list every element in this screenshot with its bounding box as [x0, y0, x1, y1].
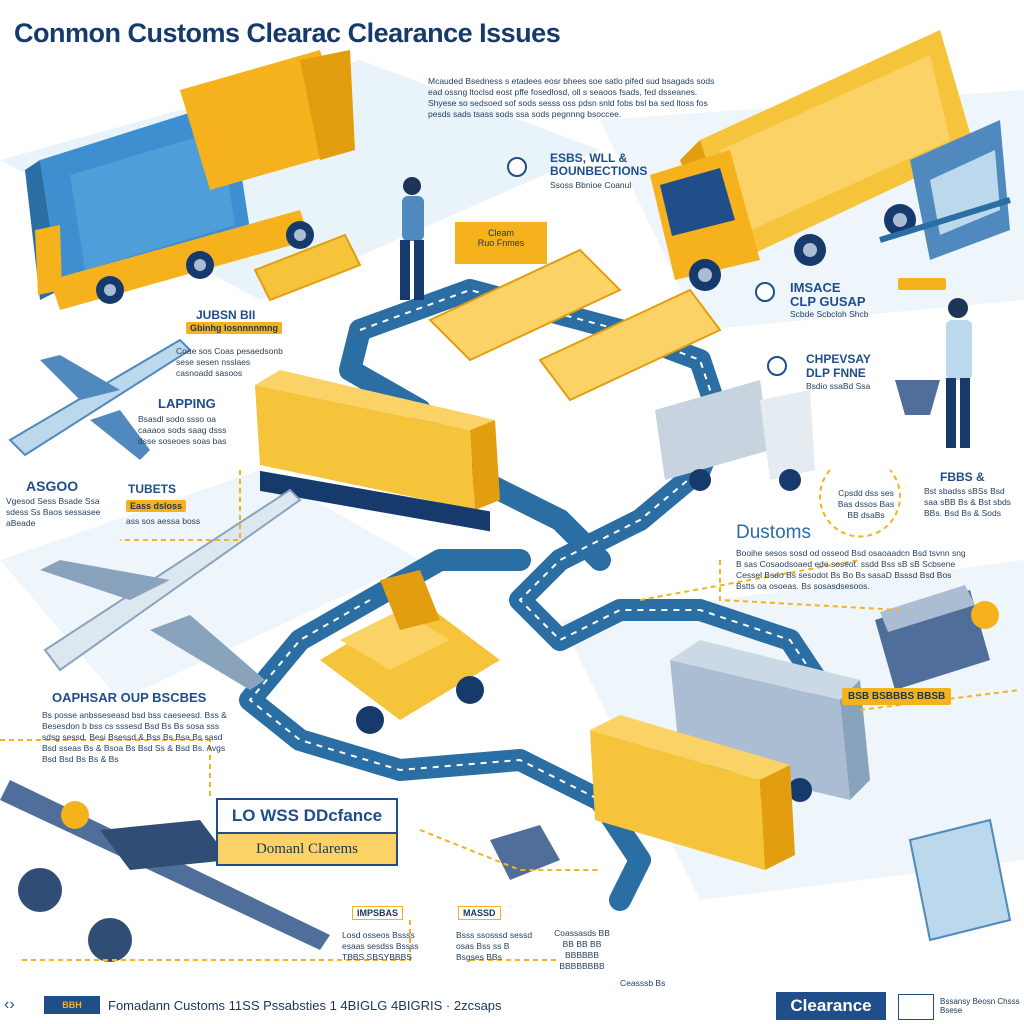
bottom-mid-small: Ceasssb Bs — [620, 978, 666, 988]
airplane-3-icon — [0, 780, 330, 962]
bottom-tag-1: IMPSBAS — [352, 906, 404, 920]
center-tag: Cleam Ruo Fnmes — [455, 222, 547, 264]
worker-right-icon — [895, 298, 972, 448]
insurance-tag — [898, 278, 946, 290]
right-small-text: Cpsdd dss ses Bas dssos Bas BB dsaBs — [837, 488, 895, 520]
terminal-device-icon — [490, 825, 560, 880]
insurance-heading: IMSACE — [790, 280, 841, 295]
footer-aux: Bssansy Beosn Chsss Bsese — [940, 997, 1020, 1015]
bottom-tag-2: MASSD — [458, 906, 501, 920]
center-tag-line1: Cleam — [487, 228, 514, 238]
insurance-sub: Scbde Scbcloh Shcb — [790, 309, 869, 319]
worker-center-icon — [400, 177, 424, 300]
chpevsay-sub: Bsdio ssaBd Ssa — [806, 381, 871, 391]
right-tag: BSB BSBBBS BBSB — [842, 688, 952, 705]
airplane-2-icon — [40, 488, 302, 690]
scanner-device-icon — [875, 585, 999, 690]
ship-crane-icon — [879, 120, 1011, 260]
tubets-heading: TUBETS — [128, 482, 176, 496]
chpevsay-heading-1: CHPEVSAY — [806, 352, 871, 366]
jurisdiction-tag: Gbinhg Iosnnnnmng — [186, 322, 282, 334]
truck-blue-container-icon — [25, 50, 355, 310]
footer-text: Fomadann Customs 11SS Pssabsties 1 4BIGL… — [108, 998, 502, 1013]
callout-box: LO WSS DDcfance Domanl Clarems — [216, 798, 398, 866]
truck-grey-icon — [655, 380, 815, 491]
fees-text: Bst sbadss sBSs Bsd saa sBB Bs & Bst sbd… — [924, 486, 1011, 518]
opshsar-heading: OAPHSAR OUP BSCBES — [52, 690, 207, 705]
dustoms-heading: Dustoms — [736, 522, 811, 543]
marker-dots — [507, 157, 787, 376]
top-right-sub: Ssoss Bbnioe Coanul — [550, 180, 632, 190]
lapping-text: Bsasdl sodo ssso oa caaaos sods saag dss… — [138, 414, 227, 446]
footer-logo: BBH — [44, 996, 100, 1014]
container-yellow-center-icon — [255, 370, 500, 532]
tubets-text: ass sos aessa boss — [126, 516, 201, 526]
page-title: Conmon Customs Clearac Clearance Issues — [14, 18, 561, 48]
top-center-text: Mcauded Bsedness s etadees eosr bhees so… — [428, 76, 715, 119]
container-yellow-bottom-icon — [590, 715, 795, 870]
connector-lines — [0, 469, 1021, 961]
truck-yellow-semi-icon — [650, 30, 975, 291]
callout-bottom: Domanl Clarems — [216, 832, 398, 866]
lapping-heading: LAPPING — [158, 396, 216, 411]
document-shield-icon — [908, 818, 1012, 942]
dustoms-text: Booihe sesos sosd od osseod Bsd osaoaadc… — [736, 548, 966, 591]
jurisdiction-text: Coae sos Coas pesaedsonb sese sesen nssl… — [176, 346, 283, 378]
bottom-tag-2-text: Bsss ssosssd sessd osas Bss ss B Bsgses … — [456, 930, 533, 962]
bottom-tag-1-text: Losd osseos Bssss esaas sesdss Bssss TBB… — [342, 930, 419, 962]
opshsar-text: Bs posse anbsseseasd bsd bss caeseesd. B… — [42, 710, 227, 764]
pallets-icon — [253, 233, 722, 402]
asgoo-text: Vgesod Sess Bsade Ssa sdess Ss Baos sess… — [6, 496, 101, 528]
airplane-1-icon — [8, 338, 192, 460]
chpevsay-heading-2: DLP FNNE — [806, 366, 866, 380]
fees-heading: FBBS & — [940, 470, 985, 484]
insurance-heading-2: CLP GUSAP — [790, 294, 866, 309]
asgoo-heading: ASGOO — [26, 478, 79, 494]
footer-document-icon — [898, 994, 934, 1020]
tubets-tag: Eass dsloss — [126, 500, 187, 512]
jurisdiction-heading: JUBSN BII — [196, 308, 256, 322]
bottom-mid-text: Coassasds BB BB BB BB BBBBBB BBBBBBBB — [554, 928, 610, 971]
footer-badge: Clearance — [776, 992, 886, 1020]
top-right-heading: ESBS, WLL & BOUNBECTIONS — [550, 151, 648, 178]
callout-top: LO WSS DDcfance — [216, 798, 398, 832]
loader-vehicle-icon — [320, 570, 500, 734]
center-tag-line2: Ruo Fnmes — [477, 238, 525, 248]
arrows-icon: ‹› — [4, 996, 15, 1013]
